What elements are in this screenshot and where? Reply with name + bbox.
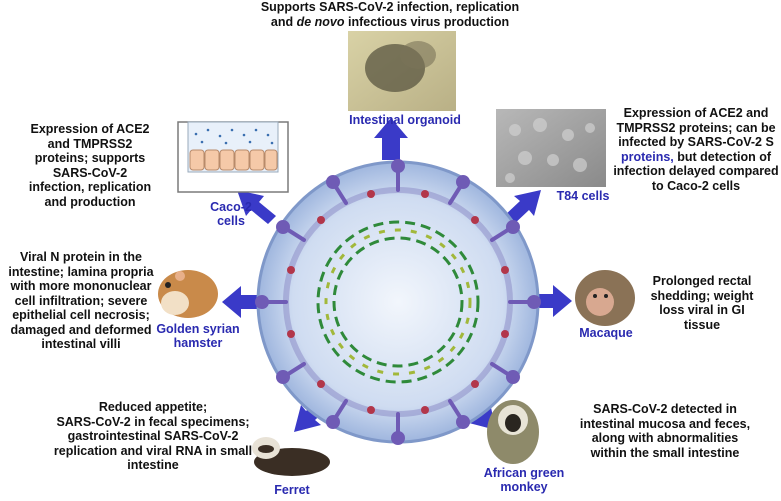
virus-envelope <box>256 160 540 444</box>
organoid-label: Intestinal organoid <box>349 113 461 127</box>
membrane-proteins <box>287 190 509 414</box>
caco2-label: Caco-2 cells <box>210 200 252 228</box>
organoid-desc-line2: and de novo infectious virus production <box>270 14 510 29</box>
macaque-image <box>575 270 635 326</box>
arrow-to-macaque <box>535 285 572 317</box>
organoid-image <box>348 31 456 111</box>
caco2-description: Expression of ACE2 and TMPRSS2 proteins;… <box>28 122 152 209</box>
spike-proteins <box>255 159 541 445</box>
hamster-description: Viral N protein in the intestine; lamina… <box>8 250 154 351</box>
macaque-description: Prolonged rectal shedding; weight loss v… <box>650 274 754 332</box>
agm-label: African green monkey <box>483 466 565 494</box>
t84-image <box>496 109 606 187</box>
organoid-desc-line1: Supports SARS-CoV-2 infection, replicati… <box>260 0 520 14</box>
arrow-to-t84 <box>503 190 541 226</box>
virus-illustration <box>255 159 541 445</box>
organoid-description: Supports SARS-CoV-2 infection, replicati… <box>240 0 540 29</box>
ferret-image <box>252 437 330 476</box>
arrow-to-organoid <box>374 118 408 160</box>
arrow-to-caco2 <box>237 190 276 224</box>
viral-rna <box>316 220 480 384</box>
macaque-label: Macaque <box>579 326 633 340</box>
hamster-image <box>158 270 218 318</box>
de-novo-italic: de novo <box>296 14 345 29</box>
agm-description: SARS-CoV-2 detected in intestinal mucosa… <box>579 402 751 460</box>
agm-image <box>487 400 539 464</box>
caco2-illustration <box>177 121 289 193</box>
ferret-label: Ferret <box>274 483 310 497</box>
t84-proteins-highlight: proteins, <box>620 149 674 164</box>
t84-label: T84 cells <box>556 189 610 203</box>
t84-description: Expression of ACE2 and TMPRSS2 proteins;… <box>613 106 779 193</box>
arrow-to-hamster <box>222 286 260 318</box>
ferret-description: Reduced appetite; SARS-CoV-2 in fecal sp… <box>53 400 253 472</box>
hamster-label: Golden syrian hamster <box>156 322 240 350</box>
